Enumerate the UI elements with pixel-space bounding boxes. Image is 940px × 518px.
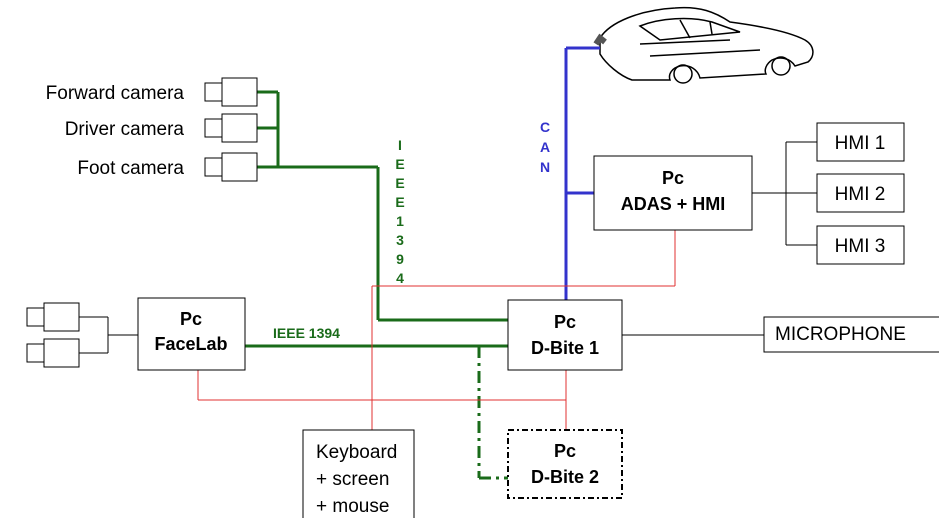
hmi-3-box: HMI 3	[817, 226, 904, 264]
facelab-camera-1-icon	[27, 303, 79, 331]
pc-facelab-line1: Pc	[180, 309, 202, 329]
driver-camera-icon	[205, 114, 257, 142]
can-char-0: C	[540, 119, 550, 135]
car-icon	[596, 8, 813, 83]
ieee1394-vertical-label: I E E E 1 3 9 4	[395, 137, 404, 286]
pc-adas-line2: ADAS + HMI	[621, 194, 726, 214]
forward-camera-icon	[205, 78, 257, 106]
pc-adas-line1: Pc	[662, 168, 684, 188]
driver-camera-label: Driver camera	[65, 119, 185, 140]
hmi-3-label: HMI 3	[835, 236, 886, 257]
keyboard-line1: Keyboard	[316, 442, 397, 463]
ieee-char-2: E	[395, 175, 404, 191]
ieee1394-horizontal-label: IEEE 1394	[273, 325, 340, 341]
pc-dbite2-box: Pc D-Bite 2	[508, 430, 622, 498]
pc-dbite1-line1: Pc	[554, 312, 576, 332]
ieee-char-0: I	[398, 137, 402, 153]
ieee-char-3: E	[395, 194, 404, 210]
hmi-2-box: HMI 2	[817, 174, 904, 212]
hmi-1-box: HMI 1	[817, 123, 904, 161]
can-char-1: A	[540, 139, 550, 155]
microphone-label: MICROPHONE	[775, 324, 906, 345]
hmi-1-label: HMI 1	[835, 133, 886, 154]
pc-dbite2-line2: D-Bite 2	[531, 467, 599, 487]
hmi-2-label: HMI 2	[835, 184, 886, 205]
keyboard-line3: + mouse	[316, 496, 389, 517]
ieee-char-6: 9	[396, 251, 404, 267]
ieee-char-4: 1	[396, 213, 404, 229]
can-vertical-label: C A N	[540, 119, 550, 175]
pc-dbite2-line1: Pc	[554, 441, 576, 461]
keyboard-screen-mouse-box: Keyboard + screen + mouse	[303, 430, 414, 518]
foot-camera-label: Foot camera	[77, 158, 184, 179]
pc-facelab-box: Pc FaceLab	[138, 298, 245, 370]
keyboard-line2: + screen	[316, 469, 389, 490]
ieee-char-1: E	[395, 156, 404, 172]
ieee-char-5: 3	[396, 232, 404, 248]
pc-dbite1-box: Pc D-Bite 1	[508, 300, 622, 370]
microphone-box: MICROPHONE	[764, 317, 939, 352]
forward-camera-label: Forward camera	[46, 83, 185, 104]
facelab-camera-2-icon	[27, 339, 79, 367]
pc-adas-hmi-box: Pc ADAS + HMI	[594, 156, 752, 230]
foot-camera-icon	[205, 153, 257, 181]
pc-dbite1-line2: D-Bite 1	[531, 338, 599, 358]
ieee1394-dbite2-link	[479, 346, 508, 478]
can-char-2: N	[540, 159, 550, 175]
pc-facelab-line2: FaceLab	[154, 334, 227, 354]
ieee-char-7: 4	[396, 270, 404, 286]
